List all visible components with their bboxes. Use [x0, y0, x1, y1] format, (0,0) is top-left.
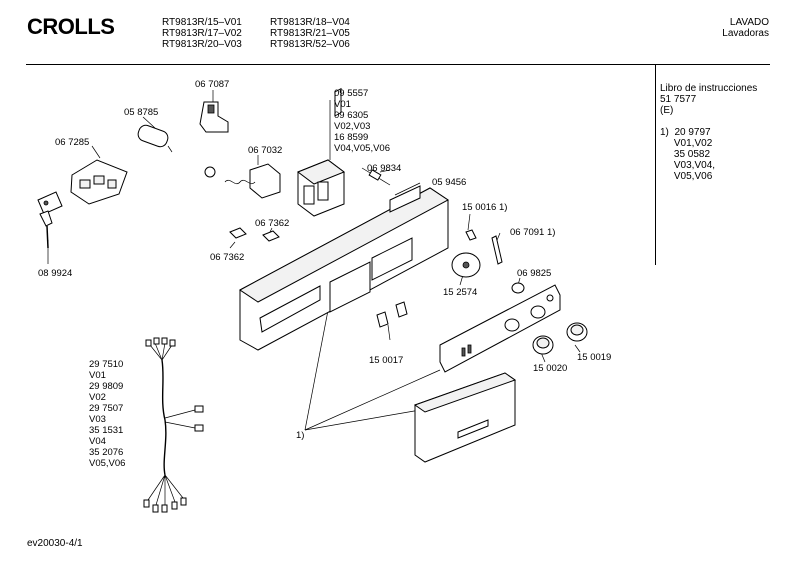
side-line: 51 7577: [660, 94, 697, 105]
part-label: 15 2574: [443, 287, 478, 298]
part-label: 06 7032: [248, 145, 283, 156]
model-list-col1: RT9813R/15–V01 RT9813R/17–V02 RT9813R/20…: [162, 17, 242, 50]
part-number: V05,V06: [89, 458, 126, 469]
part-label: 06 9825: [517, 268, 552, 279]
part-label: 06 7091 1): [510, 227, 556, 238]
part-number: V02,V03: [334, 121, 371, 132]
side-line: V03,V04,: [660, 160, 716, 171]
part-label: 1): [296, 430, 305, 441]
side-line: V01,V02: [660, 138, 713, 149]
brand-logo: CROLLS: [27, 14, 115, 39]
side-line: Libro de instrucciones: [660, 83, 758, 94]
model-list-col2: RT9813R/18–V04 RT9813R/21–V05 RT9813R/52…: [270, 17, 350, 50]
category-block: LAVADO Lavadoras: [722, 17, 769, 39]
power-plug-icon: [37, 191, 63, 249]
harness-part-list: 29 7510 V01 29 9809 V02 29 7507 V03 35 1…: [89, 359, 125, 469]
part-label: 06 7285: [55, 137, 90, 148]
side-panel-divider: [655, 64, 656, 265]
part-number: V04: [89, 436, 106, 447]
side-panel-notes: Libro de instrucciones 51 7577 (E) 1) 20…: [660, 83, 757, 182]
part-label: 15 0017: [369, 355, 404, 366]
part-label: 05 9456: [432, 177, 467, 188]
control-panel-frame: [239, 87, 449, 351]
part-number: V01: [89, 370, 106, 381]
part-number: 09 5557: [334, 88, 369, 99]
side-line: (E): [660, 105, 674, 116]
side-line: 1) 20 9797: [660, 127, 711, 138]
document-code: ev20030-4/1: [27, 538, 83, 549]
part-number: 29 7507: [89, 403, 124, 414]
category-subtitle: Lavadoras: [722, 28, 769, 39]
side-line: V05,V06: [660, 171, 713, 182]
part-number: 09 6305: [334, 110, 369, 121]
part-number: 29 9809: [89, 381, 124, 392]
model-number: RT9813R/20–V03: [162, 39, 242, 50]
part-label: 15 0020: [533, 363, 568, 374]
part-number: 35 2076: [89, 447, 124, 458]
clip-icon: [465, 229, 503, 265]
selector-disc-icon: [451, 252, 481, 278]
part-label: 06 7087: [195, 79, 230, 90]
capacitor-icon: [137, 124, 173, 153]
door-lock-icon: [199, 101, 229, 133]
connector-block-icon: [70, 159, 128, 205]
part-number: V02: [89, 392, 106, 403]
category-title: LAVADO: [729, 17, 769, 28]
part-number: 35 1531: [89, 425, 124, 436]
programmer-part-list: 09 5557 V01 09 6305 V02,V03 16 8599 V04,…: [334, 88, 390, 154]
part-label: 06 7362: [210, 252, 245, 263]
part-label: 06 9834: [367, 163, 402, 174]
part-number: V04,V05,V06: [334, 143, 390, 154]
wire-harness-icon: [143, 337, 204, 513]
thermostat-switch-icon: [204, 163, 281, 199]
model-number: RT9813R/17–V02: [162, 28, 242, 39]
part-label: 15 0016 1): [462, 202, 508, 213]
part-label: 05 8785: [124, 107, 159, 118]
microswitch-icon: [376, 301, 408, 328]
part-label: 15 0019: [577, 352, 612, 363]
side-line: 35 0582: [660, 149, 711, 160]
diode-icon: [361, 167, 391, 186]
model-number: RT9813R/18–V04: [270, 17, 350, 28]
part-number: 29 7510: [89, 359, 124, 370]
part-label: 08 9924: [38, 268, 73, 279]
part-number: V03: [89, 414, 106, 425]
detergent-drawer-front: [413, 372, 517, 463]
header-divider: [26, 64, 770, 65]
rotary-knob-icon: [532, 322, 588, 355]
part-number: 16 8599: [334, 132, 369, 143]
model-number: RT9813R/21–V05: [270, 28, 350, 39]
fascia-panel: [439, 284, 561, 373]
push-switch-icon: [229, 227, 280, 242]
part-label: 06 7362: [255, 218, 290, 229]
knob-spindle-icon: [511, 282, 525, 294]
part-number: V01: [334, 99, 351, 110]
model-number: RT9813R/52–V06: [270, 39, 350, 50]
model-number: RT9813R/15–V01: [162, 17, 242, 28]
programmer-timer-icon: [296, 159, 346, 217]
